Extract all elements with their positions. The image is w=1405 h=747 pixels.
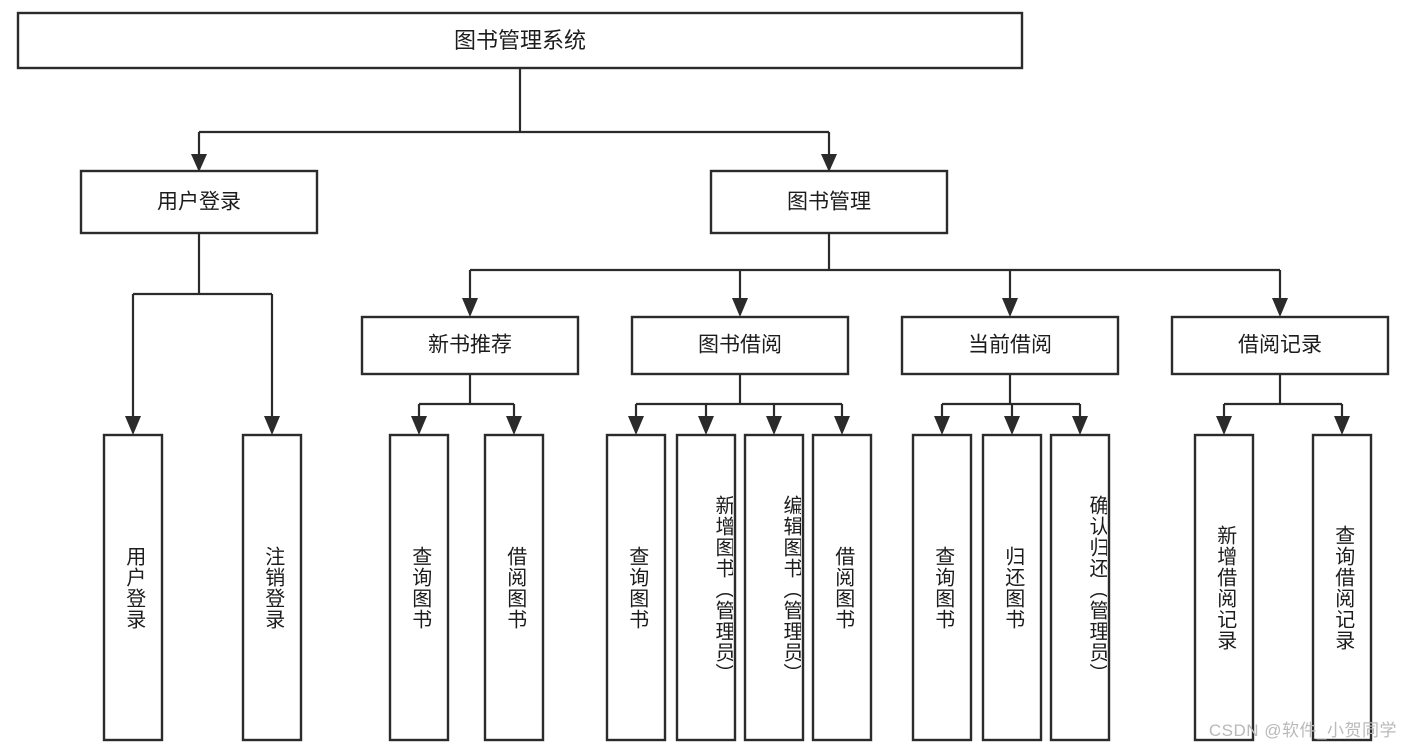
- arrow-head-book-management: [821, 154, 837, 172]
- leaf-book-borrow-add-label: 新增图书（管理员）: [712, 494, 733, 684]
- arrow-head-book-borrow: [732, 298, 748, 317]
- leaf-book-borrow-edit-label: 编辑图书（管理员）: [780, 494, 801, 684]
- leaf-current-borrow-confirm-box: [1049, 433, 1111, 742]
- leaf-borrow-record-add-box: [1193, 433, 1255, 742]
- arrow-head-cb-leaf1: [934, 416, 950, 435]
- node-root-book-management-system[interactable]: 图书管理系统: [16, 11, 1024, 70]
- leaf-book-borrow-borrow[interactable]: 借阅图书: [811, 433, 873, 742]
- leaf-book-borrow-query[interactable]: 查询图书: [605, 433, 667, 742]
- arrow-head-new-book: [462, 298, 478, 317]
- arrow-head-user-login-leaf2: [264, 416, 280, 435]
- leaf-current-borrow-confirm[interactable]: 确认归还（管理员）: [1049, 433, 1111, 742]
- node-root-label: 图书管理系统: [454, 28, 586, 53]
- arrow-head-bb-leaf2: [698, 416, 714, 435]
- node-book-borrow-label: 图书借阅: [698, 334, 782, 357]
- leaf-book-borrow-edit[interactable]: 编辑图书（管理员）: [743, 433, 805, 742]
- node-current-borrow-box: [900, 315, 1120, 376]
- connector-layer: [125, 68, 1350, 435]
- arrow-head-cb-leaf3: [1072, 416, 1088, 435]
- leaf-user-login-login-label: 用户登录: [122, 545, 145, 630]
- leaf-new-book-query[interactable]: 查询图书: [388, 433, 450, 742]
- node-new-book-recommend[interactable]: 新书推荐: [360, 315, 580, 376]
- leaf-user-login-login-box: [102, 433, 164, 742]
- leaf-borrow-record-query-box: [1311, 433, 1373, 742]
- arrow-head-br-leaf1: [1216, 416, 1232, 435]
- leaf-borrow-record-query-label: 查询借阅记录: [1331, 524, 1354, 651]
- leaf-current-borrow-query-label: 查询图书: [931, 545, 954, 630]
- leaf-book-borrow-add[interactable]: 新增图书（管理员）: [675, 433, 737, 742]
- node-borrow-record-label: 借阅记录: [1238, 334, 1322, 357]
- arrow-head-bb-leaf3: [766, 416, 782, 435]
- leaf-new-book-query-box: [388, 433, 450, 742]
- leaf-book-borrow-edit-box: [743, 433, 805, 742]
- node-book-management-box: [709, 169, 949, 235]
- node-current-borrow-label: 当前借阅: [968, 334, 1052, 357]
- arrow-head-user-login: [191, 154, 207, 172]
- arrow-head-nb-leaf1: [411, 416, 427, 435]
- node-book-management[interactable]: 图书管理: [709, 169, 949, 235]
- leaf-user-login-login[interactable]: 用户登录: [102, 433, 164, 742]
- node-borrow-record-box: [1170, 315, 1390, 376]
- leaf-user-login-logout-box: [241, 433, 303, 742]
- leaf-book-borrow-borrow-box: [811, 433, 873, 742]
- leaf-new-book-query-label: 查询图书: [408, 545, 431, 630]
- leaf-borrow-record-query[interactable]: 查询借阅记录: [1311, 433, 1373, 742]
- node-book-management-label: 图书管理: [787, 191, 871, 214]
- leaf-current-borrow-query-box: [911, 433, 973, 742]
- leaf-new-book-borrow[interactable]: 借阅图书: [483, 433, 545, 742]
- leaf-book-borrow-borrow-label: 借阅图书: [831, 545, 854, 630]
- node-new-book-recommend-label: 新书推荐: [428, 334, 512, 357]
- leaf-new-book-borrow-label: 借阅图书: [503, 545, 526, 630]
- arrow-head-user-login-leaf1: [125, 416, 141, 435]
- node-root-box: [16, 11, 1024, 70]
- arrow-head-bb-leaf1: [628, 416, 644, 435]
- arrow-head-br-leaf2: [1334, 416, 1350, 435]
- node-user-login-box: [79, 169, 319, 235]
- leaf-current-borrow-return-box: [981, 433, 1043, 742]
- leaf-user-login-logout[interactable]: 注销登录: [241, 433, 303, 742]
- arrow-head-nb-leaf2: [506, 416, 522, 435]
- node-user-login-label: 用户登录: [157, 191, 241, 214]
- node-new-book-recommend-box: [360, 315, 580, 376]
- leaf-current-borrow-return-label: 归还图书: [1001, 545, 1024, 630]
- leaf-current-borrow-return[interactable]: 归还图书: [981, 433, 1043, 742]
- leaf-current-borrow-query[interactable]: 查询图书: [911, 433, 973, 742]
- arrow-head-borrow-record: [1272, 298, 1288, 317]
- leaf-new-book-borrow-box: [483, 433, 545, 742]
- leaf-book-borrow-add-box: [675, 433, 737, 742]
- arrow-head-bb-leaf4: [834, 416, 850, 435]
- leaf-book-borrow-query-box: [605, 433, 667, 742]
- leaf-user-login-logout-label: 注销登录: [261, 545, 284, 630]
- node-borrow-record[interactable]: 借阅记录: [1170, 315, 1390, 376]
- leaf-book-borrow-query-label: 查询图书: [625, 545, 648, 630]
- arrow-head-cb-leaf2: [1004, 416, 1020, 435]
- arrow-head-current-borrow: [1002, 298, 1018, 317]
- node-book-borrow[interactable]: 图书借阅: [630, 315, 850, 376]
- node-book-borrow-box: [630, 315, 850, 376]
- node-user-login[interactable]: 用户登录: [79, 169, 319, 235]
- leaf-borrow-record-add[interactable]: 新增借阅记录: [1193, 433, 1255, 742]
- leaf-borrow-record-add-label: 新增借阅记录: [1213, 524, 1236, 651]
- leaf-current-borrow-confirm-label: 确认归还（管理员）: [1086, 494, 1107, 684]
- node-current-borrow[interactable]: 当前借阅: [900, 315, 1120, 376]
